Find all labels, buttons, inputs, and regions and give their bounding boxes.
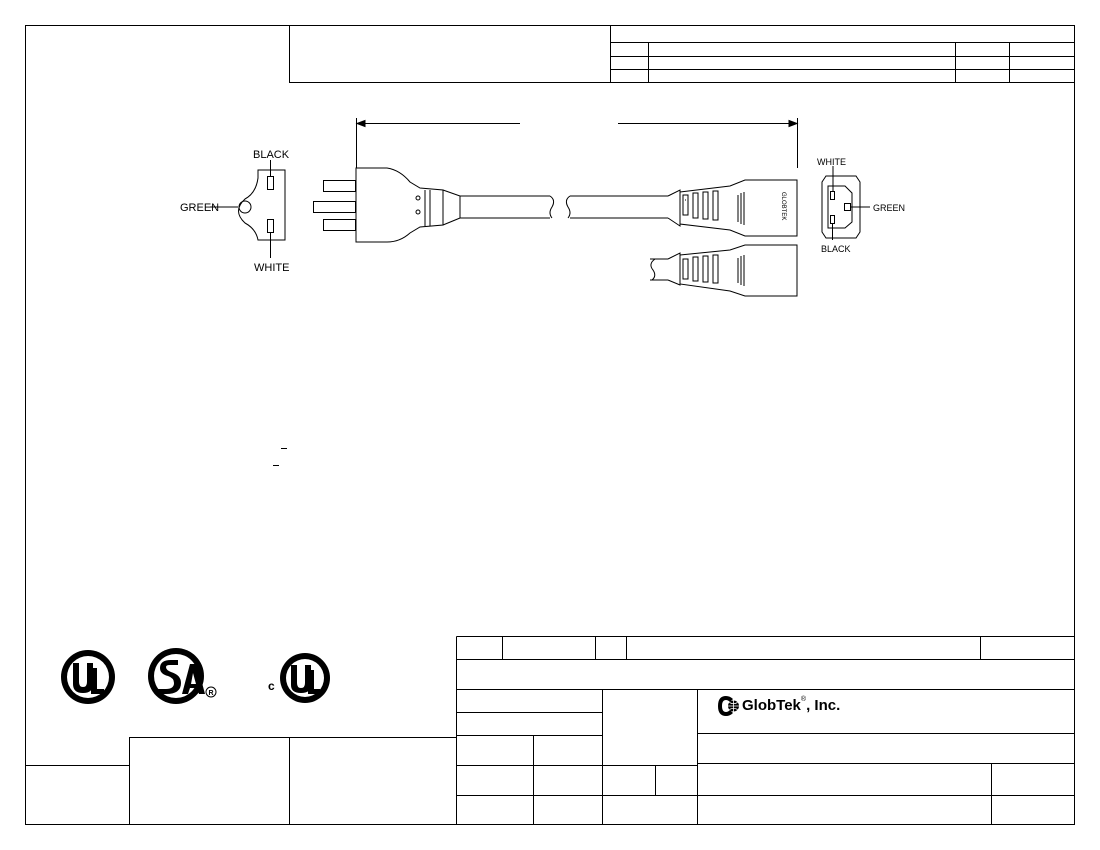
title-block (456, 636, 1075, 825)
bottom-left-blocks (25, 737, 457, 825)
ul-mark-icon (61, 650, 115, 704)
company-name-suffix: , Inc. (806, 697, 841, 714)
csa-mark-icon: R (148, 648, 217, 704)
plug-side-view (313, 167, 668, 243)
socket-label-black: BLACK (821, 244, 851, 254)
cul-canada-prefix: c (268, 679, 275, 693)
plug-label-black: BLACK (253, 149, 290, 161)
sheet-border (25, 25, 1075, 825)
plug-label-white: WHITE (254, 262, 289, 274)
company-name-main: GlobTek (742, 697, 801, 714)
plug-face-view (210, 160, 286, 258)
header-block (289, 25, 1075, 83)
registered-mark: ® (800, 696, 807, 703)
globtek-logo-icon (718, 696, 739, 716)
tolerance-marks (273, 448, 287, 466)
length-dimension (355, 118, 799, 168)
socket-label-green: GREEN (873, 203, 905, 213)
cul-mark-icon (280, 653, 330, 703)
plug-label-green: GREEN (180, 202, 219, 214)
connector-brand-text: GLOBTEK (780, 192, 786, 220)
company-name: GlobTek®, Inc. (742, 696, 841, 714)
socket-face-view (821, 166, 870, 240)
socket-label-white: WHITE (817, 157, 846, 167)
connector-side-view (667, 179, 798, 237)
svg-text:R: R (209, 690, 214, 697)
connector-lower-view (650, 244, 798, 297)
